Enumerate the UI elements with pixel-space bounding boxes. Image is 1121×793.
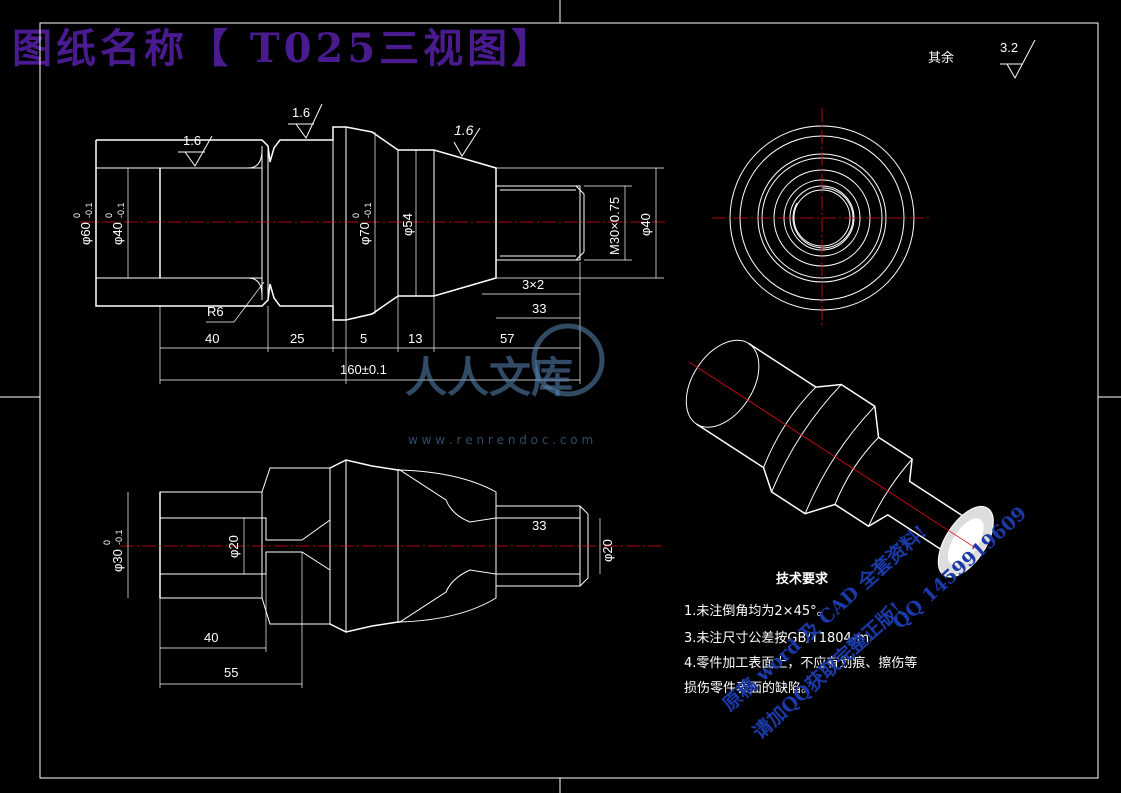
svg-text:25: 25 [290, 331, 304, 346]
svg-text:损伤零件表面的缺陷。: 损伤零件表面的缺陷。 [684, 680, 814, 696]
svg-text:4.零件加工表面上，不应有划痕、擦伤等: 4.零件加工表面上，不应有划痕、擦伤等 [684, 655, 917, 671]
svg-text:-0.1: -0.1 [114, 529, 124, 545]
svg-text:55: 55 [224, 665, 238, 680]
svg-text:技术要求: 技术要求 [776, 571, 829, 587]
side-view [712, 108, 932, 328]
front-view [80, 126, 665, 321]
svg-text:R6: R6 [207, 304, 224, 319]
svg-text:5: 5 [360, 331, 367, 346]
svg-text:1.6: 1.6 [183, 133, 201, 148]
svg-text:33: 33 [532, 301, 546, 316]
svg-text:0: 0 [351, 213, 361, 218]
svg-text:40: 40 [205, 331, 219, 346]
svg-text:φ60: φ60 [78, 222, 93, 245]
svg-text:57: 57 [500, 331, 514, 346]
isometric-view [685, 339, 994, 578]
svg-text:φ70: φ70 [357, 222, 372, 245]
svg-text:-0.1: -0.1 [116, 202, 126, 218]
svg-text:33: 33 [532, 518, 546, 533]
svg-text:0: 0 [102, 540, 112, 545]
svg-text:-0.1: -0.1 [84, 202, 94, 218]
section-view-dimensions: φ30 0 -0.1 φ20 33 φ20 40 55 [102, 492, 615, 688]
technical-notes: 技术要求 1.未注倒角均为2×45°。 3.未注尺寸公差按GB/T1804-m … [684, 571, 917, 696]
svg-text:φ20: φ20 [226, 535, 241, 558]
svg-text:3.2: 3.2 [1000, 40, 1018, 55]
svg-text:其余: 其余 [928, 50, 954, 66]
svg-text:160±0.1: 160±0.1 [340, 362, 387, 377]
svg-text:1.6: 1.6 [292, 105, 310, 120]
promo-overlay: 原稿 word 及 CAD 全套资料! QQ 1459919609 请加QQ获取… [718, 502, 1031, 743]
svg-text:φ20: φ20 [600, 539, 615, 562]
svg-text:M30×0.75: M30×0.75 [607, 197, 622, 255]
svg-text:3.未注尺寸公差按GB/T1804-m: 3.未注尺寸公差按GB/T1804-m [684, 631, 869, 646]
svg-text:φ40: φ40 [110, 222, 125, 245]
svg-text:3×2: 3×2 [522, 277, 544, 292]
svg-text:φ30: φ30 [110, 549, 125, 572]
svg-text:φ54: φ54 [400, 213, 415, 236]
svg-text:φ40: φ40 [638, 213, 653, 236]
roughness-symbol-other: 其余 3.2 [928, 39, 1036, 80]
svg-text:人人文库: 人人文库 [405, 353, 573, 402]
svg-text:1.未注倒角均为2×45°。: 1.未注倒角均为2×45°。 [684, 604, 830, 619]
watermark-logo: 人人文库 w w w . r e n r e n d o c . c o m [405, 323, 605, 447]
section-view [120, 459, 665, 633]
svg-text:0: 0 [104, 213, 114, 218]
svg-text:1.6: 1.6 [454, 122, 474, 138]
svg-text:40: 40 [204, 630, 218, 645]
svg-text:w w w . r e n r e n d o c . c: w w w . r e n r e n d o c . c o m [408, 433, 593, 447]
drawing-title: 图纸名称【 T025三视图】 [12, 25, 556, 72]
svg-text:-0.1: -0.1 [363, 202, 373, 218]
svg-text:13: 13 [408, 331, 422, 346]
front-view-dimensions: φ60 0 -0.1 φ40 0 -0.1 φ70 0 -0.1 φ54 M30… [72, 103, 664, 384]
svg-text:0: 0 [72, 213, 82, 218]
